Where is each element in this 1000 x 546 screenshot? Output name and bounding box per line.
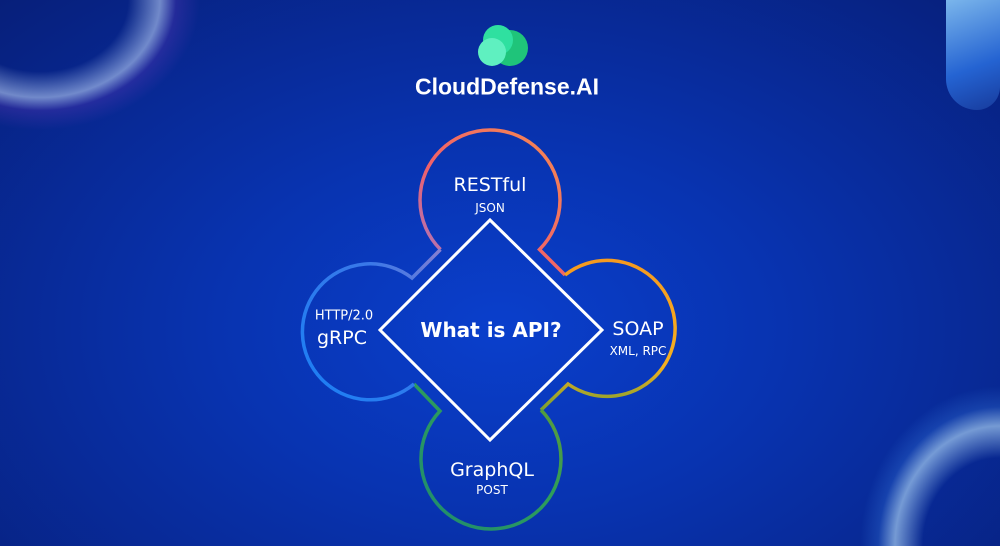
node-outline-grpc [300, 248, 442, 402]
node-title-grpc: gRPC [317, 327, 367, 349]
brand-name: CloudDefense.AI [414, 73, 600, 100]
node-subtitle-restful: JSON [475, 201, 505, 215]
center-diamond [377, 217, 605, 443]
node-subtitle-grpc: HTTP/2.0 [314, 308, 374, 324]
logo-icon [478, 25, 528, 66]
node-outline-soap [539, 258, 677, 412]
node-outline-graphql [412, 382, 563, 531]
node-subtitle-graphql: POST [476, 483, 508, 497]
node-outline-restful [418, 128, 567, 277]
node-subtitle-soap: XML, RPC [609, 344, 667, 358]
center-title: What is API? [420, 318, 562, 342]
node-title-soap: SOAP [612, 318, 664, 340]
node-title-restful: RESTful [453, 174, 527, 196]
shield-icon [946, 0, 1000, 110]
node-title-graphql: GraphQL [450, 459, 534, 481]
